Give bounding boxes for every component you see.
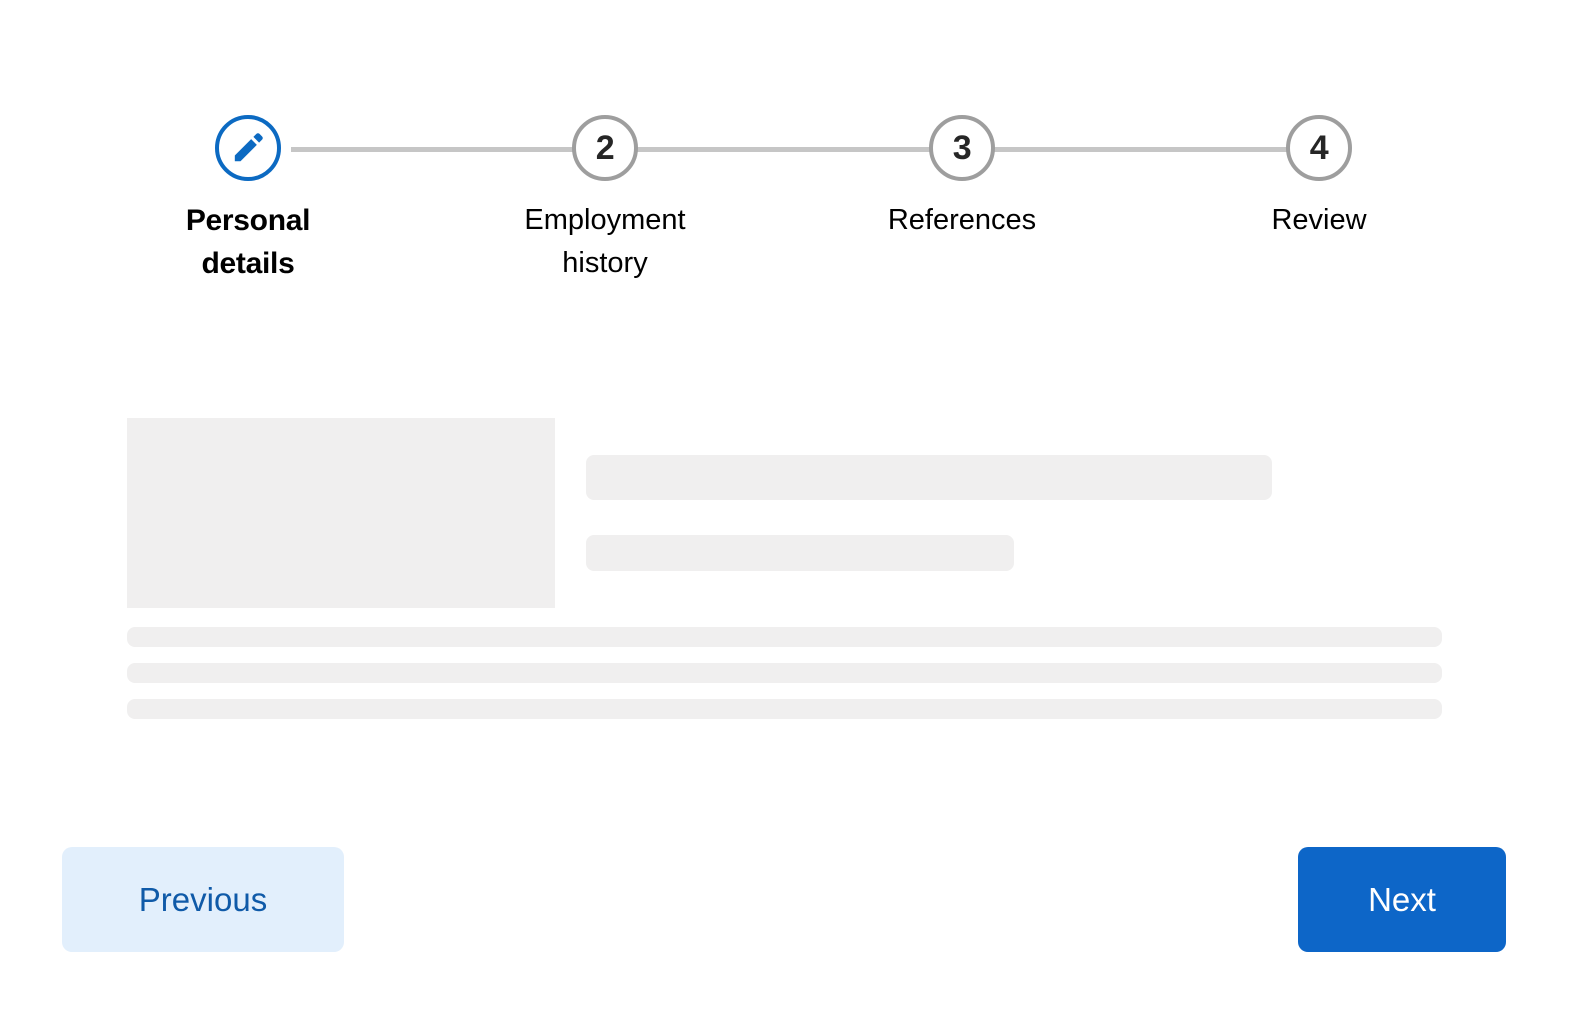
step-marker-4[interactable]: 4 xyxy=(1286,115,1352,181)
placeholder-text-line-3 xyxy=(127,699,1442,719)
step-number-2: 2 xyxy=(595,129,615,167)
stepper-step-personal-details[interactable]: Personal details xyxy=(128,110,368,285)
progress-stepper: Personal details 2 Employment history 3 … xyxy=(0,110,1596,330)
step-marker-2[interactable]: 2 xyxy=(572,115,638,181)
step-label-2: Employment history xyxy=(524,204,686,279)
stepper-step-references[interactable]: 3 References xyxy=(842,110,1082,242)
step-label-1: Personal details xyxy=(185,204,311,280)
placeholder-text-line-1 xyxy=(127,627,1442,647)
stepper-step-review[interactable]: 4 Review xyxy=(1199,110,1439,242)
placeholder-field-line-short xyxy=(586,535,1014,571)
next-button[interactable]: Next xyxy=(1298,847,1506,952)
stepper-step-employment-history[interactable]: 2 Employment history xyxy=(485,110,725,285)
previous-button[interactable]: Previous xyxy=(62,847,344,952)
step-number-3: 3 xyxy=(952,129,972,167)
placeholder-field-line-long xyxy=(586,455,1272,500)
step-marker-3[interactable]: 3 xyxy=(929,115,995,181)
placeholder-text-line-2 xyxy=(127,663,1442,683)
step-marker-1[interactable] xyxy=(215,115,281,181)
placeholder-hero-block xyxy=(127,418,555,608)
stepper-connector-line xyxy=(291,147,1321,152)
pencil-icon xyxy=(234,133,263,162)
step-label-4: Review xyxy=(1271,204,1367,236)
step-number-4: 4 xyxy=(1309,129,1329,167)
step-label-3: References xyxy=(887,204,1037,236)
